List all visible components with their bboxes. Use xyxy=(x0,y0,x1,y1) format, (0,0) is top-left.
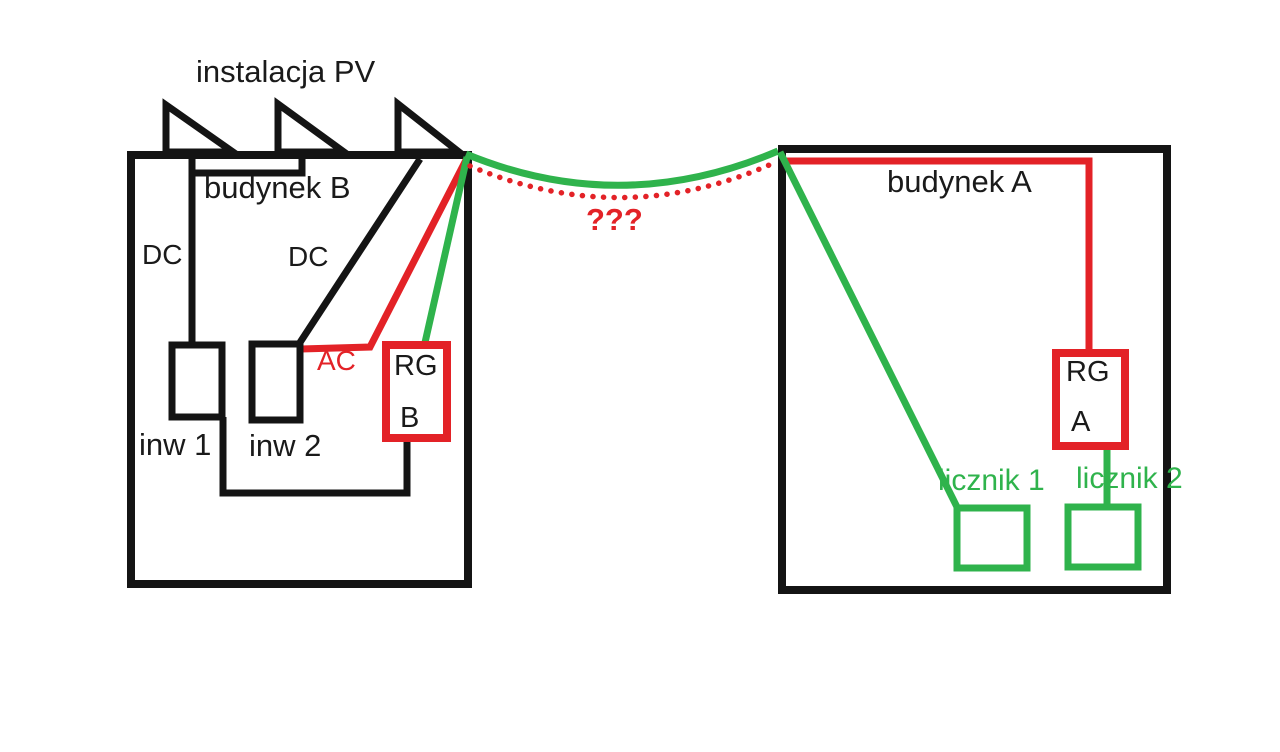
inverter1-to-rgb-wire xyxy=(219,417,411,497)
building-b-label: budynek B xyxy=(204,170,351,205)
pv-panel-icon-2 xyxy=(274,97,355,156)
pv-panel-icon-3 xyxy=(394,96,470,156)
meter-2-label: licznik 2 xyxy=(1076,462,1183,495)
building-b-outline xyxy=(127,151,472,588)
rg-a-label-line2: A xyxy=(1071,406,1091,438)
pv-panel-icon-1 xyxy=(162,98,245,156)
rg-b-label-line2: B xyxy=(400,402,420,434)
meter-2-box xyxy=(1064,503,1142,571)
red-wire-to-rga xyxy=(784,157,1093,354)
inverter-2-box xyxy=(248,340,304,424)
overhead-red-dotted-wire xyxy=(467,159,779,201)
dc-label-left: DC xyxy=(142,239,183,270)
ac-wire xyxy=(300,158,470,353)
question-label: ??? xyxy=(586,202,643,237)
rg-a-box xyxy=(1052,349,1129,450)
meter-1-box xyxy=(953,504,1031,572)
green-wire-to-meter1 xyxy=(776,150,962,511)
roof-notch-line xyxy=(195,157,306,177)
inverter-1-box xyxy=(168,341,226,421)
pv-installation-title: instalacja PV xyxy=(196,54,376,89)
rg-b-label-line1: RG xyxy=(394,350,438,382)
overhead-green-wire xyxy=(464,147,780,189)
building-a-outline xyxy=(778,145,1171,594)
rg-b-box xyxy=(382,341,451,442)
ac-label: AC xyxy=(317,345,356,376)
inverter-1-label: inw 1 xyxy=(139,427,212,462)
rgb-to-roof-wire xyxy=(420,156,471,348)
meter-1-label: licznik 1 xyxy=(938,464,1045,497)
dc-label-right: DC xyxy=(288,241,329,272)
inverter-2-label: inw 2 xyxy=(249,428,322,463)
rg-a-label-line1: RG xyxy=(1066,356,1110,388)
dc-wire-inverter2 xyxy=(296,157,423,346)
building-a-label: budynek A xyxy=(887,164,1032,199)
